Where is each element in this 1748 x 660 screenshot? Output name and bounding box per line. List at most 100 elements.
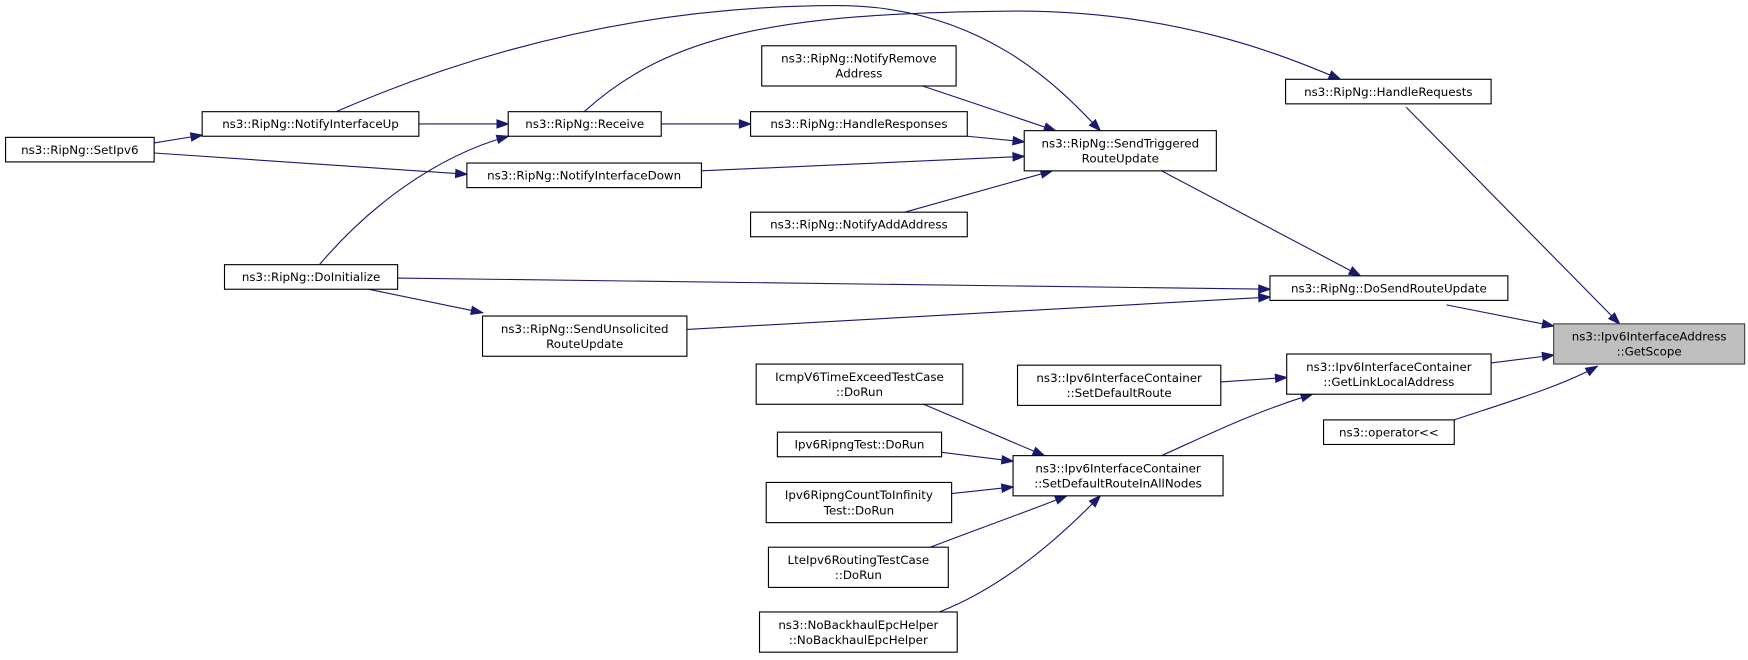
node-box [1023, 130, 1217, 172]
edge-doinitialize-to-dosendrouteupdate [397, 277, 1272, 294]
node-label: ns3::Ipv6InterfaceContainer [1036, 371, 1202, 385]
nodes-layer: ns3::Ipv6InterfaceAddress::GetScopens3::… [5, 45, 1746, 653]
edge-notifyup-to-receive [418, 119, 510, 129]
arrowhead-icon [1000, 454, 1015, 465]
edge-setipv6-to-notifyup [154, 132, 204, 144]
edge-counttoinfinity-to-setdefaultrouteinall [951, 483, 1015, 495]
node-label: ::SetDefaultRouteInAllNodes [1034, 477, 1202, 491]
edge-line [701, 155, 1025, 172]
node-handlerequests[interactable]: ns3::RipNg::HandleRequests [1285, 78, 1492, 105]
edge-line [1405, 106, 1620, 325]
node-operator[interactable]: ns3::operator<< [1323, 419, 1455, 446]
node-label: ns3::RipNg::NotifyInterfaceUp [222, 117, 399, 131]
node-doinitialize[interactable]: ns3::RipNg::DoInitialize [223, 264, 399, 290]
edge-lteipv6routing-to-setdefaultrouteinall [930, 495, 1069, 548]
edge-nobackhaul-to-setdefaultrouteinall [939, 494, 1102, 613]
node-label: ns3::RipNg::SendUnsolicited [501, 322, 669, 336]
edge-notifyadd-to-sendtriggered [904, 169, 1054, 213]
node-box [1553, 323, 1746, 365]
edge-line [923, 403, 1045, 457]
edge-line [686, 296, 1270, 330]
node-label: ns3::RipNg::SetIpv6 [21, 143, 138, 157]
node-label: ::GetLinkLocalAddress [1323, 375, 1454, 389]
node-box [481, 315, 688, 357]
node-setdefaultrouteinall[interactable]: ns3::Ipv6InterfaceContainer::SetDefaultR… [1012, 455, 1224, 497]
node-box [507, 111, 662, 137]
node-label: ns3::RipNg::NotifyAddAddress [770, 218, 947, 232]
node-setdefaultroute[interactable]: ns3::Ipv6InterfaceContainer::SetDefaultR… [1016, 364, 1222, 406]
node-label: Test::DoRun [823, 503, 894, 517]
node-label: ns3::RipNg::DoInitialize [242, 270, 380, 284]
edge-sendtriggered-to-dosendrouteupdate [1161, 170, 1362, 277]
node-icmpv6[interactable]: IcmpV6TimeExceedTestCase::DoRun [755, 363, 964, 405]
edge-line [397, 277, 1270, 290]
node-box [223, 264, 399, 290]
arrowhead-icon [1088, 118, 1102, 132]
node-box [1016, 364, 1222, 406]
edges-layer [154, 5, 1621, 613]
edge-line [335, 5, 1101, 132]
arrowhead-icon [738, 119, 753, 129]
node-box [750, 211, 968, 238]
node-nobackhaul[interactable]: ns3::NoBackhaulEpcHelper::NoBackhaulEpcH… [758, 611, 958, 653]
node-label: ns3::RipNg::DoSendRouteUpdate [1291, 281, 1487, 295]
arrowhead-icon [1012, 135, 1026, 146]
arrowhead-icon [1031, 446, 1046, 457]
edge-receive-to-handlerequests [583, 10, 1342, 113]
node-notifyadd[interactable]: ns3::RipNg::NotifyAddAddress [750, 211, 968, 238]
edge-notifyremove-to-sendtriggered [922, 85, 1058, 132]
node-dosendrouteupdate[interactable]: ns3::RipNg::DoSendRouteUpdate [1269, 275, 1509, 301]
node-label: ::NoBackhaulEpcHelper [789, 633, 928, 647]
node-label: ns3::RipNg::Receive [525, 117, 644, 131]
edge-sendunsolicited-to-dosendrouteupdate [686, 292, 1272, 330]
node-receive[interactable]: ns3::RipNg::Receive [507, 111, 662, 137]
edge-doinitialize-to-sendunsolicited [368, 288, 485, 316]
node-ipv6ripngtest[interactable]: Ipv6RipngTest::DoRun [776, 431, 943, 458]
edge-setdefaultrouteinall-to-getlinklocaladdress [1161, 393, 1314, 457]
node-box [1269, 275, 1509, 301]
arrowhead-icon [1053, 495, 1069, 505]
node-box [776, 431, 943, 458]
node-box [5, 136, 155, 163]
node-label: ns3::operator<< [1339, 425, 1439, 439]
arrowhead-icon [470, 305, 485, 316]
arrowhead-icon [189, 132, 204, 142]
node-label: RouteUpdate [546, 337, 623, 351]
edge-operator-to-getscope [1454, 365, 1599, 421]
node-handleresponses[interactable]: ns3::RipNg::HandleResponses [750, 111, 968, 137]
node-setipv6[interactable]: ns3::RipNg::SetIpv6 [5, 136, 155, 163]
edge-line [941, 451, 1014, 462]
node-label: ns3::RipNg::NotifyInterfaceDown [487, 169, 681, 183]
arrowhead-icon [454, 168, 469, 179]
node-label: Address [835, 67, 882, 81]
node-label: ns3::Ipv6InterfaceContainer [1035, 461, 1201, 475]
edge-ipv6ripngtest-to-setdefaultrouteinall [941, 451, 1015, 465]
node-label: ns3::NoBackhaulEpcHelper [778, 618, 938, 632]
arrowhead-icon [1258, 284, 1272, 294]
node-notifydown[interactable]: ns3::RipNg::NotifyInterfaceDown [466, 162, 702, 189]
node-lteipv6routing[interactable]: LteIpv6RoutingTestCase::DoRun [767, 546, 949, 588]
edge-line [319, 135, 509, 266]
edge-line [1161, 170, 1361, 277]
arrowhead-icon [1257, 292, 1272, 303]
edge-line [1446, 304, 1554, 327]
edge-line [930, 495, 1067, 548]
node-box [761, 45, 957, 87]
arrowhead-icon [1299, 393, 1314, 403]
node-box [1285, 78, 1492, 105]
edge-line [583, 10, 1341, 113]
arrowhead-icon [1584, 365, 1599, 377]
edge-receive-to-handleresponses [661, 119, 753, 129]
node-getlinklocaladdress[interactable]: ns3::Ipv6InterfaceContainer::GetLinkLoca… [1286, 353, 1492, 395]
node-box [765, 481, 953, 524]
node-box [758, 611, 958, 653]
node-notifyup[interactable]: ns3::RipNg::NotifyInterfaceUp [201, 111, 420, 137]
arrowhead-icon [1327, 70, 1342, 80]
node-label: Ipv6RipngTest::DoRun [795, 438, 925, 452]
edge-handlerequests-to-getscope [1405, 106, 1621, 326]
